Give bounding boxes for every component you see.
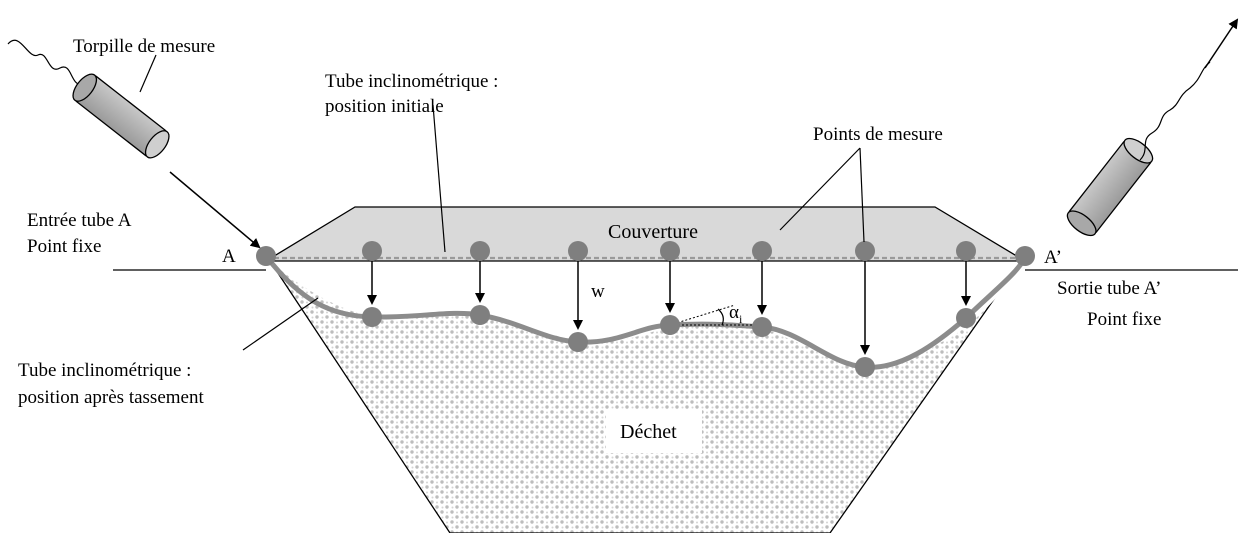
- displacement-arrows: [367, 258, 971, 355]
- alpha-symbol: α: [729, 302, 739, 323]
- measure-point: [660, 241, 680, 261]
- label-entree-1: Entrée tube A: [27, 210, 132, 231]
- label-tube-initial-2: position initiale: [325, 96, 444, 117]
- cable-icon-right: [1139, 61, 1211, 161]
- cable-icon: [7, 39, 83, 86]
- label-point-a: A: [222, 246, 236, 267]
- measure-point: [470, 305, 490, 325]
- label-couverture: Couverture: [608, 221, 698, 243]
- label-sortie-1: Sortie tube A’: [1057, 278, 1162, 299]
- measure-point: [855, 241, 875, 261]
- measure-point: [362, 241, 382, 261]
- label-points-mesure: Points de mesure: [813, 124, 943, 145]
- alpha-subscript: i: [739, 312, 743, 326]
- measure-point: [855, 357, 875, 377]
- dechet-label-box: [606, 409, 702, 453]
- probe-pointer-line: [139, 54, 157, 93]
- measure-point: [752, 317, 772, 337]
- measure-points-settled: [362, 305, 976, 377]
- label-entree-2: Point fixe: [27, 236, 101, 257]
- settlement-gap: [266, 255, 1025, 368]
- measure-point: [1015, 246, 1035, 266]
- measure-point: [956, 308, 976, 328]
- label-sortie-2: Point fixe: [1087, 309, 1161, 330]
- label-tube-initial-1: Tube inclinométrique :: [325, 71, 498, 92]
- probe-icon-right: [1066, 137, 1154, 237]
- angle-tangent-line: [669, 304, 736, 326]
- measure-points-initial: [256, 241, 1035, 266]
- measure-point: [362, 307, 382, 327]
- angle-arc: [717, 308, 724, 326]
- measure-point: [568, 332, 588, 352]
- measure-point: [256, 246, 276, 266]
- leader-points-left: [779, 147, 861, 231]
- label-torpille: Torpille de mesure: [73, 36, 215, 57]
- leader-tube-settled: [242, 297, 319, 351]
- measure-point: [660, 315, 680, 335]
- label-alpha: αi: [729, 302, 743, 326]
- label-dechet: Déchet: [620, 421, 677, 443]
- leader-tube-initial: [432, 104, 446, 253]
- label-point-a-prime: A’: [1044, 247, 1062, 268]
- measure-point: [470, 241, 490, 261]
- measure-point: [568, 241, 588, 261]
- label-tube-apres-1: Tube inclinométrique :: [18, 360, 191, 381]
- measure-point: [956, 241, 976, 261]
- probe-exit-arrow: [1204, 18, 1239, 69]
- probe-entry-arrow: [169, 171, 261, 249]
- leader-points-right: [859, 147, 865, 243]
- measure-point: [752, 241, 772, 261]
- label-w: w: [591, 281, 605, 302]
- label-tube-apres-2: position après tassement: [18, 387, 204, 408]
- probe-icon-left: [72, 73, 170, 159]
